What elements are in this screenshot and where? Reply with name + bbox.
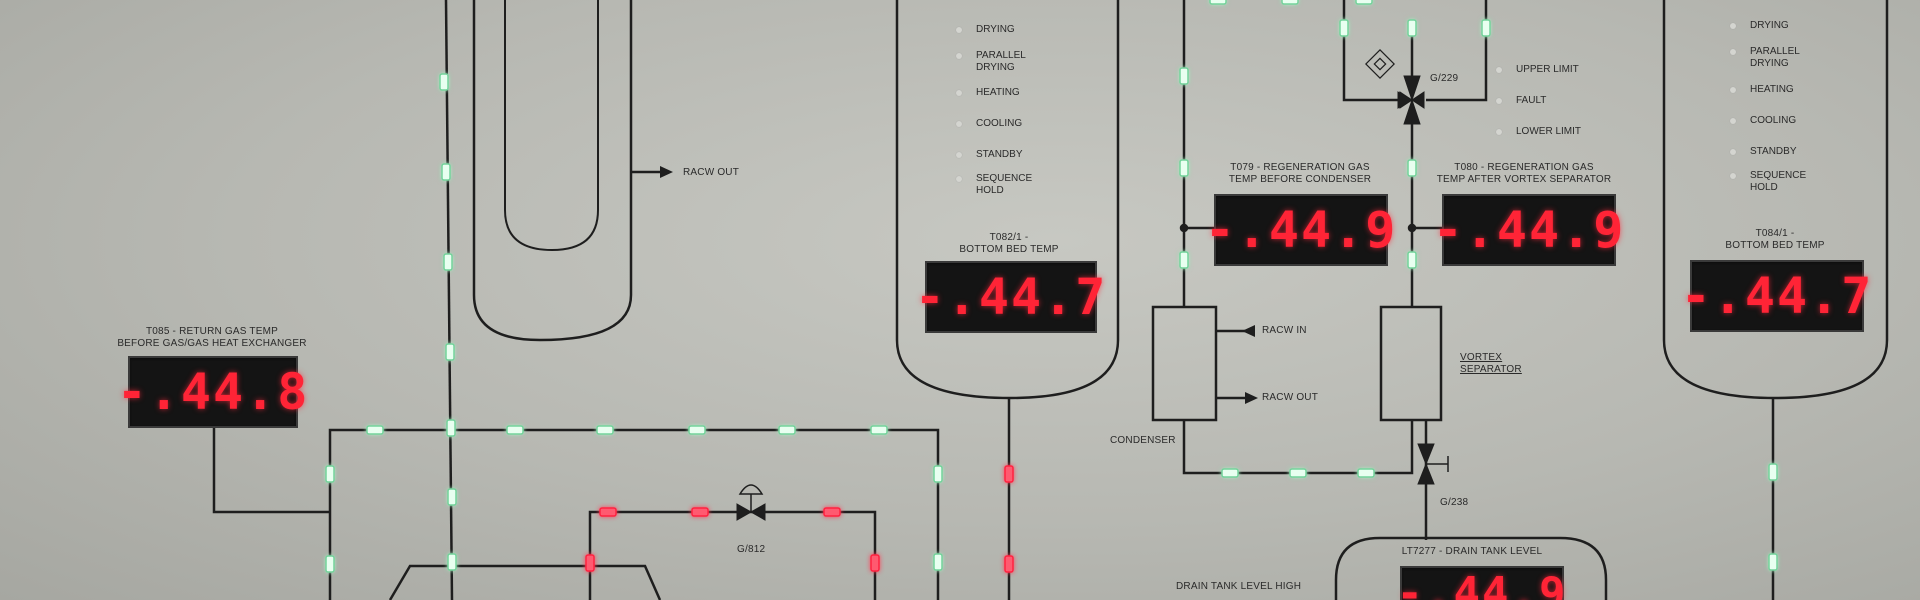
status-sequence-hold-left: SEQUENCE HOLD [956, 173, 1032, 197]
green-led [1407, 159, 1417, 177]
red-led [870, 554, 880, 572]
red-flow-leds [585, 465, 1014, 573]
status-parallel-drying-right: PARALLEL DRYING [1730, 46, 1800, 70]
valve-g229-icon [1365, 49, 1425, 125]
valve-g238-label: G/238 [1440, 497, 1469, 508]
green-led [933, 553, 943, 571]
green-led [1281, 0, 1299, 5]
green-led [688, 425, 706, 435]
status-drying-left: DRYING [956, 24, 1015, 36]
red-led [691, 507, 709, 517]
green-led [870, 425, 888, 435]
green-led [366, 425, 384, 435]
green-led [1355, 0, 1373, 5]
green-led [596, 425, 614, 435]
green-led [933, 465, 943, 483]
green-led [1221, 468, 1239, 478]
green-led [778, 425, 796, 435]
green-led [1407, 19, 1417, 37]
status-cooling-right: COOLING [1730, 115, 1796, 127]
t085-caption: T085 - RETURN GAS TEMP BEFORE GAS/GAS HE… [117, 326, 307, 349]
t079-display: -.44.9 [1205, 194, 1395, 266]
green-led [506, 425, 524, 435]
status-drying-right: DRYING [1730, 20, 1789, 32]
green-led [1481, 19, 1491, 37]
valve-g812-icon [736, 484, 766, 521]
status-cooling-left: COOLING [956, 118, 1022, 130]
status-lower-limit: LOWER LIMIT [1496, 126, 1581, 138]
green-led [1209, 0, 1227, 5]
status-heating-left: HEATING [956, 87, 1020, 99]
status-heating-right: HEATING [1730, 84, 1794, 96]
valve-g229-label: G/229 [1430, 73, 1459, 84]
green-led [1768, 553, 1778, 571]
condenser-label: CONDENSER [1110, 435, 1176, 446]
t084-caption: T084/1 - BOTTOM BED TEMP [1725, 228, 1825, 251]
green-led [439, 73, 449, 91]
green-led [443, 253, 453, 271]
green-led [325, 465, 335, 483]
green-flow-leds [325, 0, 1778, 573]
lt7277-caption: LT7277 - DRAIN TANK LEVEL [1401, 546, 1543, 557]
red-led [1004, 465, 1014, 483]
lt7277-display: -.44.9 [1397, 566, 1565, 600]
t085-display: -.44.8 [117, 356, 307, 428]
green-led [441, 163, 451, 181]
t079-caption: T079 - REGENERATION GAS TEMP BEFORE COND… [1228, 162, 1372, 185]
t084-display: -.44.7 [1681, 260, 1871, 332]
drain-tank-level-high-label: DRAIN TANK LEVEL HIGH [1176, 581, 1302, 592]
t080-caption: T080 - REGENERATION GAS TEMP AFTER VORTE… [1436, 162, 1612, 185]
status-standby-left: STANDBY [956, 149, 1023, 161]
t080-display: -.44.9 [1433, 194, 1623, 266]
green-led [1768, 463, 1778, 481]
racw-out-label: RACW OUT [1262, 392, 1319, 403]
racw-in-label: RACW IN [1262, 325, 1307, 336]
green-led [1339, 19, 1349, 37]
status-upper-limit: UPPER LIMIT [1496, 64, 1579, 76]
green-led [447, 488, 457, 506]
green-led [1407, 251, 1417, 269]
racw-out-top-label: RACW OUT [683, 167, 740, 178]
status-parallel-drying-left: PARALLEL DRYING [956, 50, 1026, 74]
red-led [1004, 555, 1014, 573]
status-standby-right: STANDBY [1730, 146, 1797, 158]
green-led [445, 343, 455, 361]
green-led [1179, 67, 1189, 85]
t082-display: -.44.7 [915, 261, 1105, 333]
vortex-separator-label: VORTEX SEPARATOR [1460, 352, 1522, 375]
green-led [1179, 251, 1189, 269]
green-led [1289, 468, 1307, 478]
green-led [447, 553, 457, 571]
flow-arrows [660, 166, 1258, 404]
valve-g812-label: G/812 [737, 544, 766, 555]
t082-caption: T082/1 - BOTTOM BED TEMP [959, 232, 1059, 255]
green-led [1179, 159, 1189, 177]
red-led [823, 507, 841, 517]
green-led [325, 555, 335, 573]
green-led [446, 419, 456, 437]
valve-g238-icon [1417, 443, 1449, 485]
status-fault: FAULT [1496, 95, 1546, 107]
red-led [599, 507, 617, 517]
red-led [585, 554, 595, 572]
status-sequence-hold-right: SEQUENCE HOLD [1730, 170, 1806, 194]
green-led [1357, 468, 1375, 478]
